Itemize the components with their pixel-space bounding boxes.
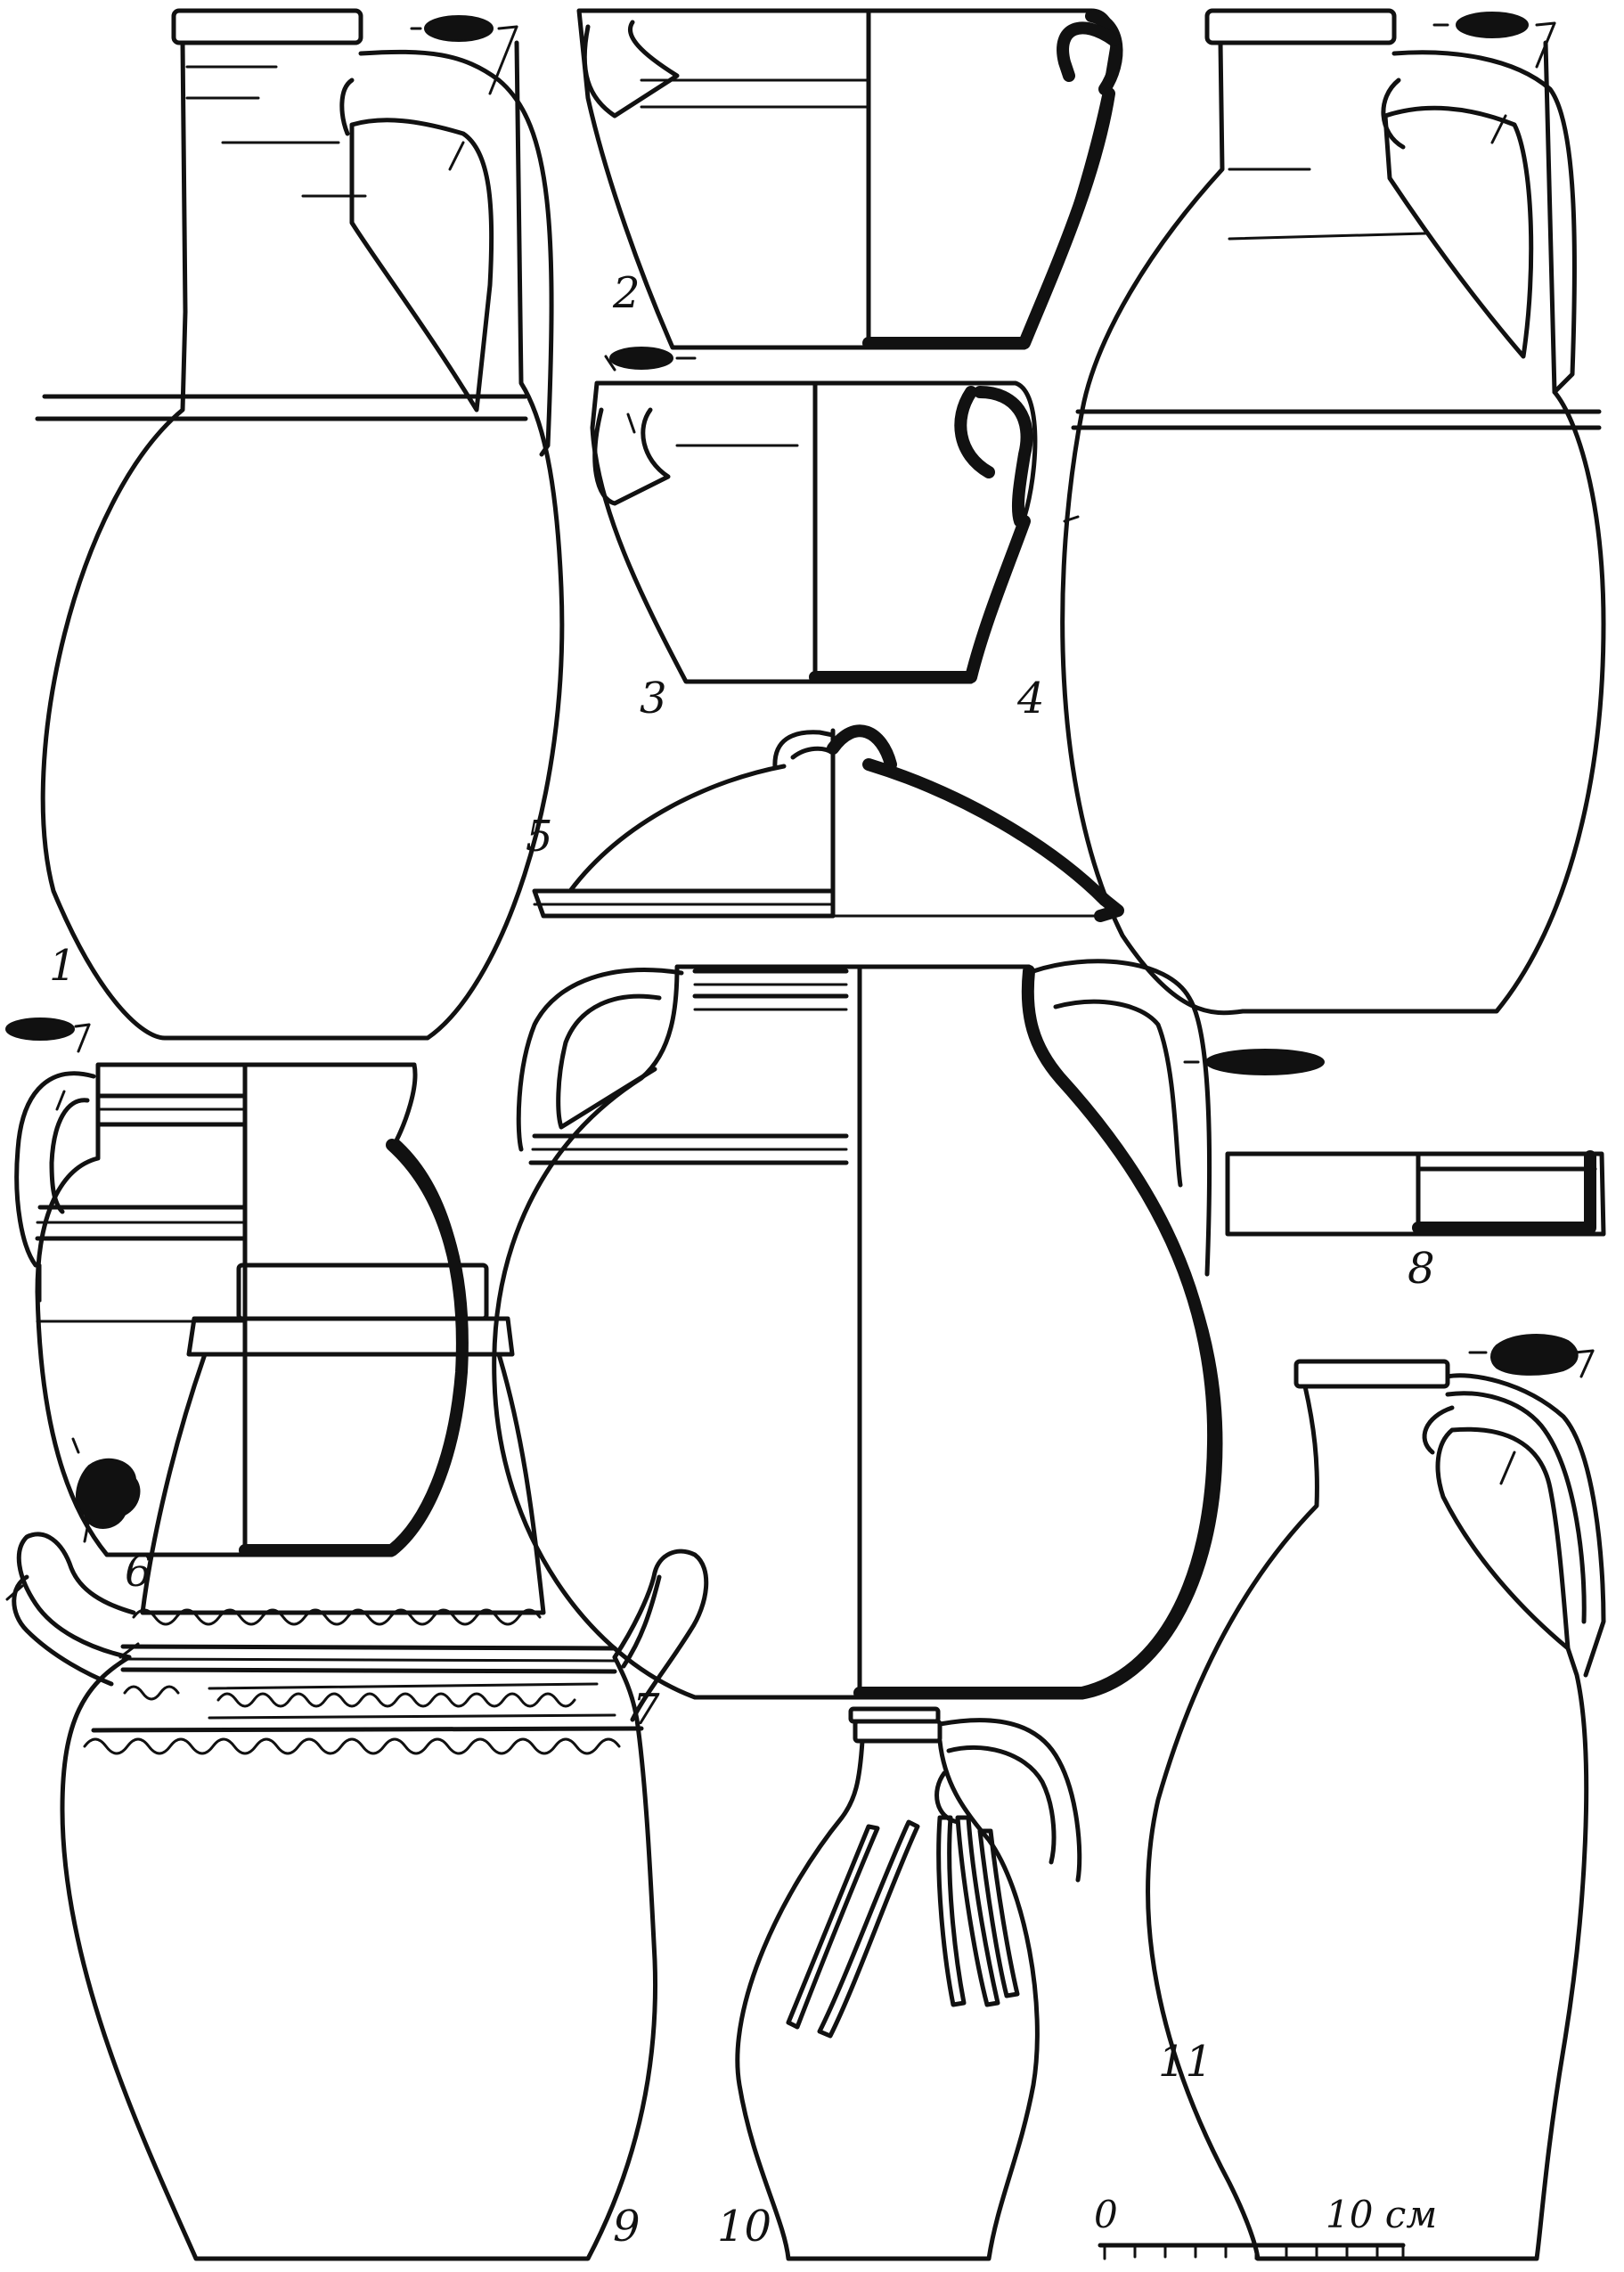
- vessel-6-jug: [5, 1017, 469, 1557]
- figure-label-9: 9: [613, 2202, 641, 2252]
- scale-bar: [1098, 2243, 1406, 2260]
- figure-label-8: 8: [1408, 1244, 1435, 1294]
- scale-start-label: 0: [1094, 2193, 1118, 2236]
- figure-label-4: 4: [1017, 674, 1045, 723]
- vessel-4-jug: [1060, 8, 1606, 1016]
- vessel-2-bowl: [576, 8, 1123, 350]
- figure-label-3: 3: [640, 674, 667, 723]
- vessel-8-dish: [1225, 1150, 1606, 1237]
- vessel-1-jug: [35, 8, 565, 1041]
- vessel-9-pot: [5, 1263, 709, 2261]
- figure-label-10: 10: [717, 2202, 772, 2252]
- vessel-7-jar: [492, 959, 1325, 1700]
- vessel-5-lid: [532, 724, 1124, 922]
- figure-label-5: 5: [526, 812, 553, 862]
- vessel-10-flask: [735, 1706, 1082, 2261]
- figure-label-2: 2: [613, 268, 641, 318]
- scale-end-label: 10 см: [1326, 2193, 1438, 2236]
- vessel-11-jug: [1146, 1334, 1606, 2261]
- figure-label-1: 1: [49, 941, 77, 991]
- figure-label-11: 11: [1158, 2037, 1213, 2087]
- figure-label-6: 6: [125, 1547, 152, 1597]
- vessel-3-jar: [590, 347, 1038, 684]
- figure-label-7: 7: [632, 1685, 660, 1735]
